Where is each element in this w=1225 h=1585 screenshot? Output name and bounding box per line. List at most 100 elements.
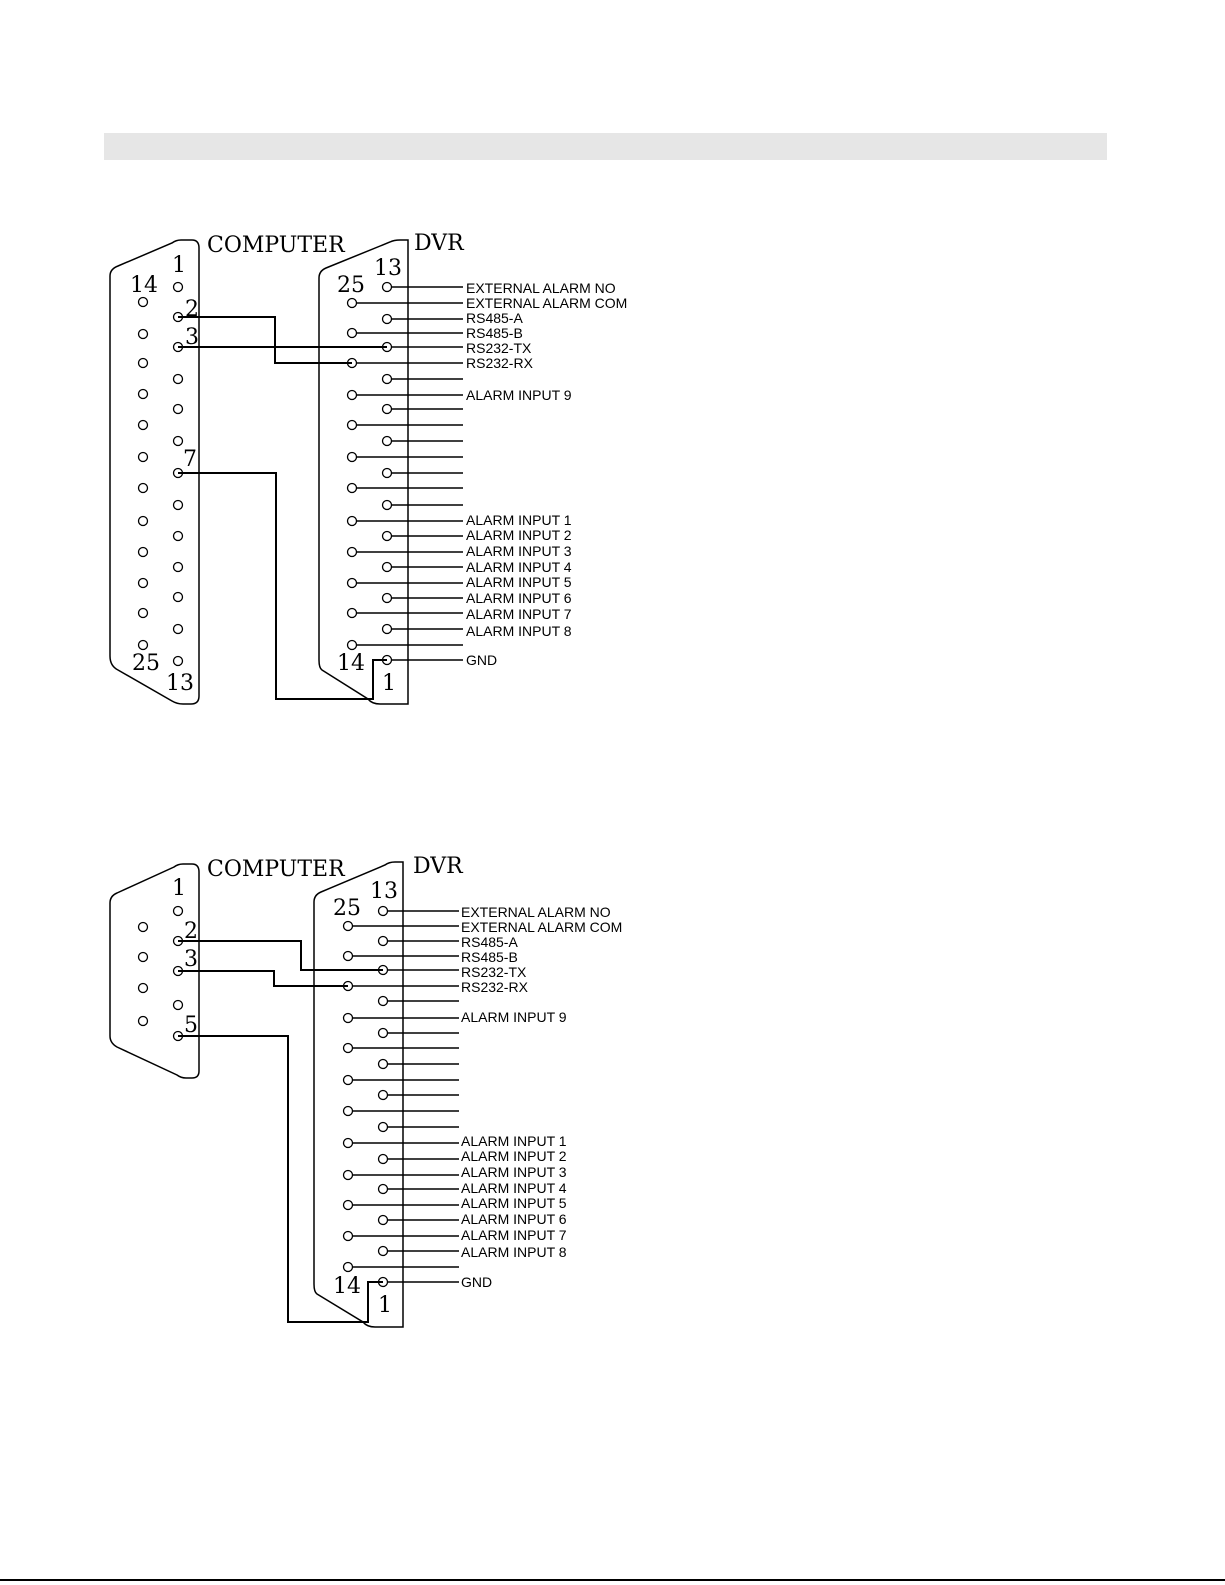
computer-pins bbox=[137, 281, 184, 667]
signal-labels: EXTERNAL ALARM NO EXTERNAL ALARM COM RS4… bbox=[461, 904, 622, 1290]
computer-pin bbox=[172, 905, 184, 917]
computer-pin bbox=[137, 357, 149, 369]
signal-label: ALARM INPUT 1 bbox=[466, 512, 572, 528]
dvr-pin bbox=[381, 530, 393, 542]
signal-label: ALARM INPUT 4 bbox=[461, 1180, 567, 1196]
computer-pin bbox=[137, 921, 149, 933]
dvr-title: DVR bbox=[413, 854, 464, 879]
dvr-pin bbox=[377, 1245, 389, 1257]
computer-pin-label: 3 bbox=[185, 325, 199, 350]
dvr-pin bbox=[342, 1074, 354, 1086]
dvr-pin bbox=[346, 297, 358, 309]
computer-pin bbox=[172, 435, 184, 447]
computer-pin bbox=[172, 591, 184, 603]
computer-pins bbox=[137, 905, 184, 1042]
dvr-pin bbox=[377, 995, 389, 1007]
computer-pin bbox=[137, 607, 149, 619]
dvr-pin bbox=[346, 546, 358, 558]
signal-label: ALARM INPUT 9 bbox=[466, 387, 572, 403]
signal-label: RS232-TX bbox=[466, 340, 532, 356]
wire-pin2-to-rs232-rx bbox=[178, 316, 352, 364]
dvr-title: DVR bbox=[414, 231, 465, 256]
section-header-band bbox=[104, 133, 1107, 160]
dvr-pin bbox=[342, 1230, 354, 1242]
dvr-pin bbox=[381, 313, 393, 325]
computer-title: COMPUTER bbox=[207, 857, 346, 882]
dvr-pin bbox=[377, 1214, 389, 1226]
dvr-pin bbox=[381, 435, 393, 447]
signal-label: ALARM INPUT 7 bbox=[461, 1227, 567, 1243]
signal-label: ALARM INPUT 3 bbox=[466, 543, 572, 559]
signal-label: RS485-B bbox=[466, 325, 523, 341]
computer-pin bbox=[137, 451, 149, 463]
computer-pin bbox=[172, 655, 184, 667]
dvr-pin bbox=[377, 935, 389, 947]
wire-pin5-to-gnd bbox=[178, 1035, 383, 1323]
dvr-pin bbox=[381, 281, 393, 293]
wire-pin2-to-rs232-tx bbox=[178, 940, 383, 971]
dvr-pin bbox=[342, 920, 354, 932]
computer-pin bbox=[172, 373, 184, 385]
dvr-connector-body bbox=[313, 861, 404, 1328]
db9-to-dvr-wiring-diagram: COMPUTER 1 2 3 5 bbox=[109, 854, 622, 1328]
computer-pin bbox=[137, 982, 149, 994]
computer-pin bbox=[172, 499, 184, 511]
signal-label: RS232-RX bbox=[461, 979, 529, 995]
dvr-pin bbox=[346, 639, 358, 651]
signal-label: GND bbox=[461, 1274, 492, 1290]
signal-label: ALARM INPUT 5 bbox=[461, 1195, 567, 1211]
dvr-pin bbox=[377, 1183, 389, 1195]
dvr-pin bbox=[381, 592, 393, 604]
signal-label: RS232-TX bbox=[461, 964, 527, 980]
signal-label: RS485-A bbox=[466, 310, 523, 326]
dvr-pin bbox=[377, 1058, 389, 1070]
dvr-lead-lines bbox=[353, 910, 459, 1283]
computer-pin bbox=[172, 281, 184, 293]
signal-label: ALARM INPUT 5 bbox=[466, 574, 572, 590]
signal-label: ALARM INPUT 9 bbox=[461, 1009, 567, 1025]
computer-pin bbox=[137, 639, 149, 651]
dvr-connector-body bbox=[318, 239, 409, 705]
computer-pin-label: 1 bbox=[172, 253, 186, 278]
signal-label: ALARM INPUT 1 bbox=[461, 1133, 567, 1149]
computer-title: COMPUTER bbox=[207, 233, 346, 258]
signal-label: GND bbox=[466, 652, 497, 668]
dvr-pin bbox=[381, 373, 393, 385]
dvr-pin-label: 14 bbox=[337, 651, 365, 676]
dvr-pin bbox=[342, 950, 354, 962]
computer-pin bbox=[172, 530, 184, 542]
dvr-pins bbox=[346, 281, 393, 666]
signal-label: ALARM INPUT 8 bbox=[466, 623, 572, 639]
signal-label: EXTERNAL ALARM NO bbox=[466, 280, 616, 296]
dvr-lead-lines bbox=[357, 286, 463, 661]
db25-to-dvr-wiring-diagram: COMPUTER 1 14 2 3 7 25 13 bbox=[109, 231, 627, 705]
dvr-pin bbox=[342, 1199, 354, 1211]
computer-pin-label: 14 bbox=[130, 273, 158, 298]
signal-label: EXTERNAL ALARM COM bbox=[466, 295, 627, 311]
dvr-pin bbox=[377, 1153, 389, 1165]
dvr-pin bbox=[381, 403, 393, 415]
signal-label: ALARM INPUT 6 bbox=[461, 1211, 567, 1227]
dvr-pin bbox=[381, 623, 393, 635]
dvr-pin bbox=[381, 561, 393, 573]
signal-label: EXTERNAL ALARM COM bbox=[461, 919, 622, 935]
computer-pin bbox=[137, 419, 149, 431]
signal-label: ALARM INPUT 3 bbox=[461, 1164, 567, 1180]
computer-pin bbox=[137, 388, 149, 400]
dvr-pin-label: 14 bbox=[333, 1274, 361, 1299]
dvr-pin bbox=[346, 389, 358, 401]
signal-labels: EXTERNAL ALARM NO EXTERNAL ALARM COM RS4… bbox=[466, 280, 627, 668]
dvr-pin bbox=[377, 1089, 389, 1101]
dvr-pin bbox=[381, 499, 393, 511]
computer-pin bbox=[172, 403, 184, 415]
computer-connector-body bbox=[109, 239, 200, 705]
dvr-pin-label: 25 bbox=[333, 896, 361, 921]
interconnect-wires bbox=[178, 940, 383, 1323]
dvr-pin-label: 25 bbox=[337, 273, 365, 298]
dvr-pin bbox=[346, 515, 358, 527]
signal-label: ALARM INPUT 4 bbox=[466, 559, 572, 575]
computer-pin bbox=[172, 623, 184, 635]
computer-pin-label: 25 bbox=[132, 651, 160, 676]
signal-label: ALARM INPUT 2 bbox=[466, 527, 572, 543]
dvr-pin bbox=[346, 327, 358, 339]
